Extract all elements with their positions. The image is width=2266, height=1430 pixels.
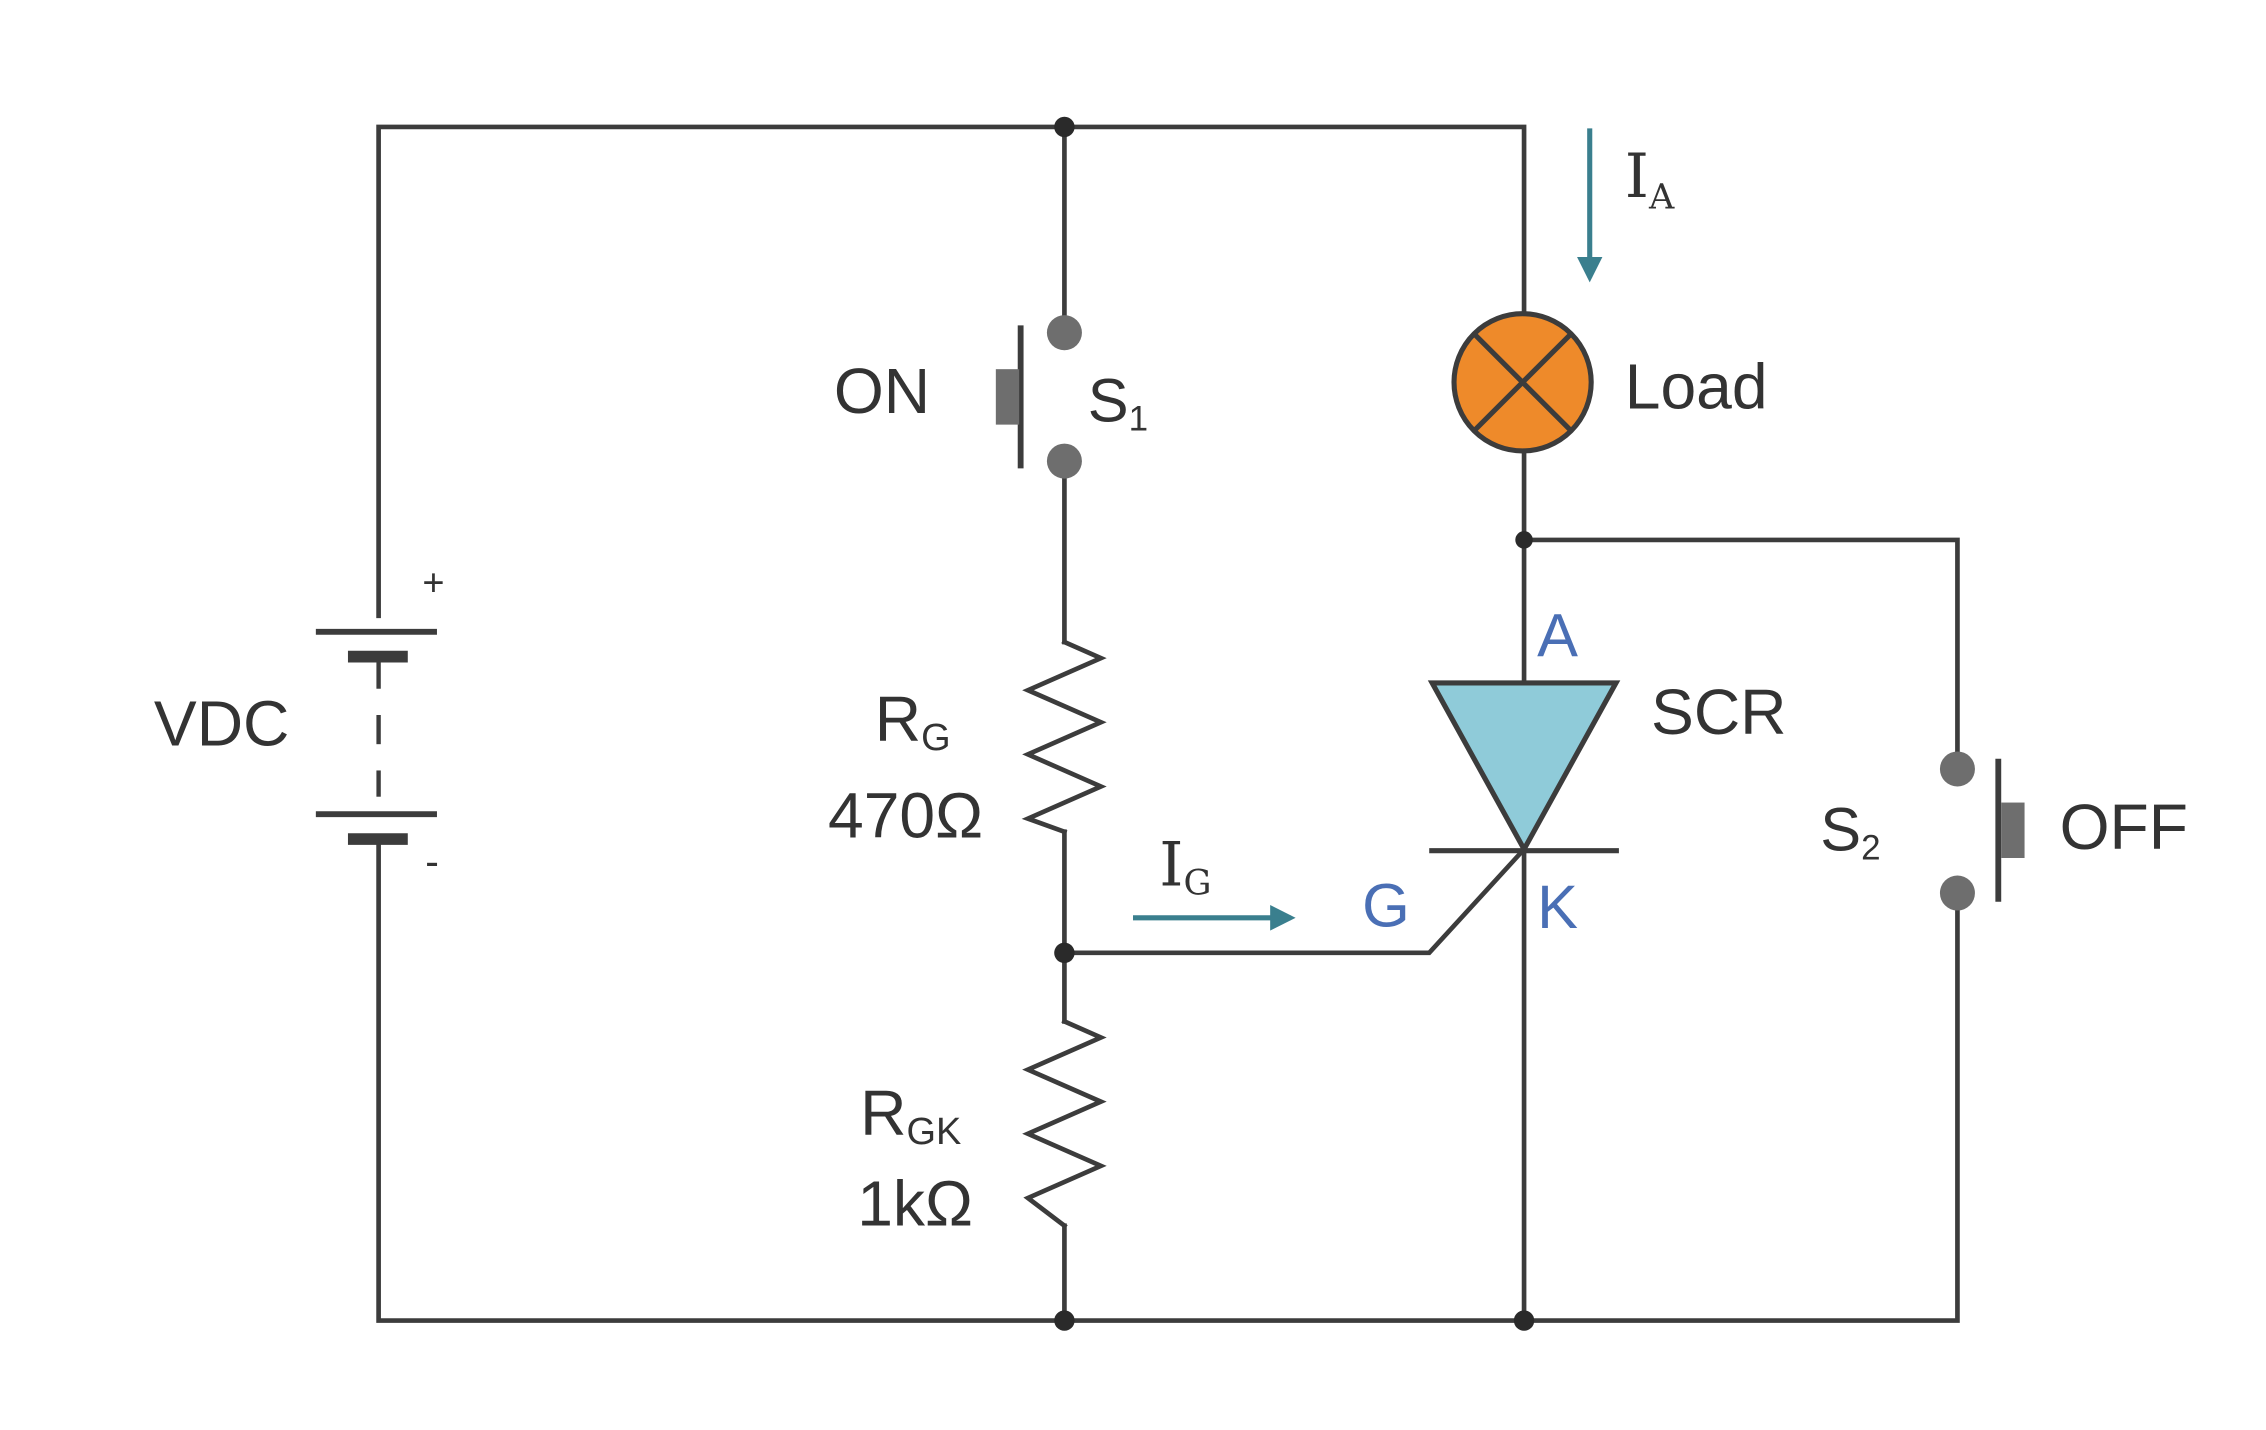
rg-resistor-icon <box>1021 638 1107 835</box>
thyristor-icon <box>1427 680 1621 855</box>
junction-bottom-left <box>1054 1310 1075 1331</box>
s1-label-sub: 1 <box>1129 399 1148 438</box>
battery-plus-label: + <box>422 562 444 604</box>
rg-value-label: 470Ω <box>828 780 983 852</box>
rg-label-sub: G <box>921 717 951 759</box>
vdc-label: VDC <box>154 688 290 760</box>
s1-label: S1 <box>1088 367 1148 439</box>
wires <box>376 124 1960 1323</box>
s2-push-button-icon[interactable] <box>1939 751 2025 911</box>
s2-label-main: S <box>1820 796 1861 864</box>
s1-push-button-icon[interactable] <box>995 315 1082 479</box>
rg-label: RG <box>875 683 951 759</box>
ia-label: IA <box>1625 141 1675 218</box>
scr-label: SCR <box>1651 676 1787 748</box>
rgk-label-sub: GK <box>906 1111 961 1153</box>
battery-minus-label: - <box>425 839 439 885</box>
anode-pin-label: A <box>1537 602 1578 670</box>
rgk-resistor-icon <box>1022 1018 1107 1229</box>
ig-label: IG <box>1159 830 1211 904</box>
junction-gate <box>1054 942 1075 964</box>
on-label: ON <box>834 355 930 427</box>
lamp-icon <box>1451 311 1594 454</box>
junction-top <box>1054 116 1075 138</box>
s2-label: S2 <box>1820 796 1880 868</box>
battery-icon <box>315 628 437 845</box>
rgk-label-main: R <box>860 1077 906 1149</box>
s1-label-main: S <box>1088 367 1129 435</box>
gate-pin-label: G <box>1362 872 1410 940</box>
cathode-pin-label: K <box>1537 873 1578 941</box>
ig-label-main: I <box>1159 830 1183 901</box>
s2-label-sub: 2 <box>1861 828 1880 867</box>
load-label: Load <box>1625 351 1768 423</box>
ia-label-sub: A <box>1648 177 1675 218</box>
junction-anode <box>1515 531 1533 549</box>
junction-dots <box>1054 116 1535 1331</box>
rgk-value-label: 1kΩ <box>857 1168 973 1240</box>
rg-label-main: R <box>875 683 921 755</box>
junction-bottom-right <box>1513 1310 1535 1331</box>
ig-label-sub: G <box>1183 862 1211 903</box>
ia-label-main: I <box>1625 141 1649 212</box>
rgk-label: RGK <box>860 1077 961 1153</box>
off-label: OFF <box>2060 791 2188 863</box>
